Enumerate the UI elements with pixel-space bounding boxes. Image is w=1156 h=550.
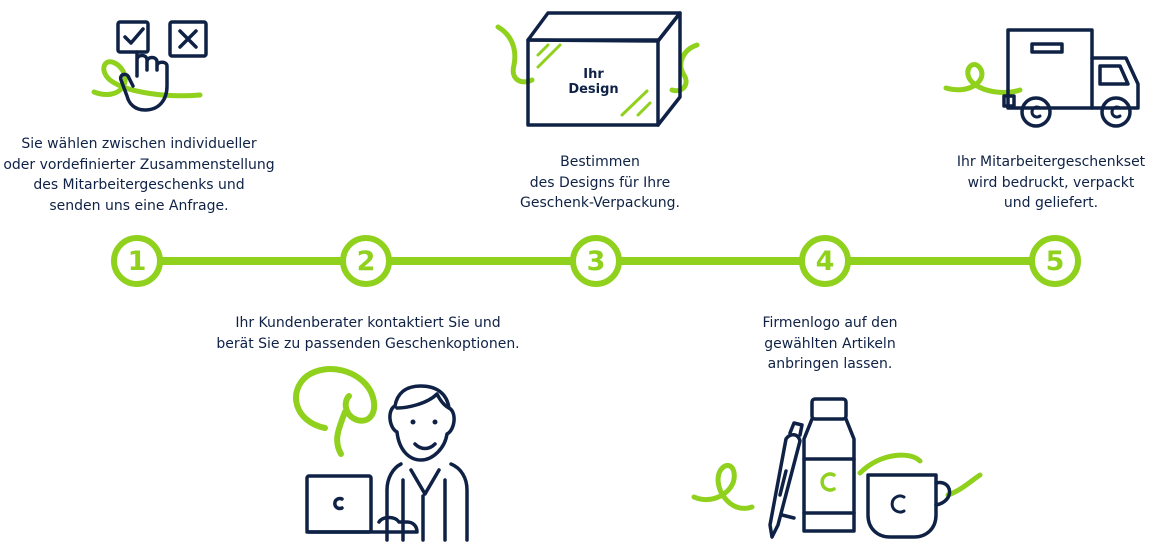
step-5-line: Ihr Mitarbeitergeschenkset <box>956 154 1146 170</box>
step-5-number: 5 <box>1045 245 1065 277</box>
delivery-truck-icon <box>943 28 1140 128</box>
step-4-line: anbringen lassen. <box>767 356 893 372</box>
step-3-line: Geschenk-Verpackung. <box>520 195 680 211</box>
step-5-line: und geliefert. <box>1003 195 1099 211</box>
step-2-number: 2 <box>356 245 376 277</box>
step-2-marker: 2 <box>340 235 392 287</box>
step-3-number: 3 <box>586 245 606 277</box>
step-5-description: Ihr Mitarbeitergeschenkset wird bedruckt… <box>946 152 1156 214</box>
step-4-line: Firmenlogo auf den <box>762 315 898 331</box>
step-1-line: oder vordefinierter Zusammenstellung <box>3 156 275 173</box>
box-design-label: Ihr Design <box>568 67 619 97</box>
step-4-marker: 4 <box>799 235 851 287</box>
step-1-description: Sie wählen zwischen individueller oder v… <box>0 134 278 216</box>
merchandise-items-icon <box>691 397 983 539</box>
step-3-line: Bestimmen <box>560 154 640 170</box>
step-2-line: Ihr Kundenberater kontaktiert Sie und <box>235 315 501 331</box>
gift-box-icon <box>495 11 700 127</box>
step-1-line: des Mitarbeitergeschenks und <box>33 177 245 193</box>
step-4-number: 4 <box>815 245 835 277</box>
step-1-marker: 1 <box>111 235 163 287</box>
step-5-marker: 5 <box>1029 235 1081 287</box>
checkbox-selection-icon <box>91 20 208 112</box>
step-2-line: berät Sie zu passenden Geschenkoptionen. <box>216 335 520 352</box>
step-2-description: Ihr Kundenberater kontaktiert Sie und be… <box>200 313 536 354</box>
step-4-description: Firmenlogo auf den gewählten Artikeln an… <box>720 313 940 375</box>
step-1-line: senden uns eine Anfrage. <box>49 197 229 214</box>
consultant-laptop-icon <box>293 366 469 542</box>
step-1-number: 1 <box>127 245 147 277</box>
step-5-line: wird bedruckt, verpackt <box>967 174 1135 191</box>
step-3-description: Bestimmen des Designs für Ihre Geschenk-… <box>490 152 710 214</box>
step-4-line: gewählten Artikeln <box>764 335 896 352</box>
step-1-line: Sie wählen zwischen individueller <box>21 136 257 152</box>
step-3-line: des Designs für Ihre <box>529 174 671 191</box>
step-3-marker: 3 <box>570 235 622 287</box>
